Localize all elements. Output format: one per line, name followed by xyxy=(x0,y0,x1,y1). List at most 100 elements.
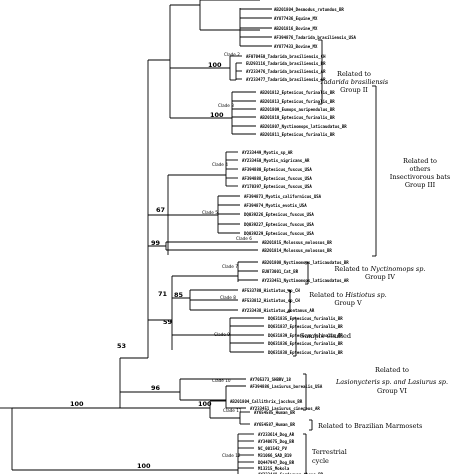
leaf-labels: AB201804_Desmodus_rotundus_BR AY877436_Eq… xyxy=(230,7,356,474)
group-v-label: Group V xyxy=(334,299,362,307)
group-iii-label: others xyxy=(409,165,430,173)
leaf-label: DQ039229_Eptesicus_fuscus_USA xyxy=(244,231,314,236)
bootstrap-values: 100 100 67 99 71 85 59 53 96 100 100 100 xyxy=(70,61,224,470)
bootstrap-label: 100 xyxy=(210,111,224,119)
bootstrap-label: 100 xyxy=(70,400,84,408)
bootstrap-label: 53 xyxy=(117,342,126,350)
bootstrap-label: 71 xyxy=(158,290,168,298)
group-ii-label: Related to xyxy=(337,70,371,78)
bootstrap-label: 100 xyxy=(137,462,151,470)
leaf-label: NC_001542_PV xyxy=(258,446,287,451)
clade-label: Clade 2 xyxy=(224,52,240,57)
leaf-label: AY705373_SHBRV_18 xyxy=(250,377,292,382)
leaf-label: AY233451_Lasiurus_cinereus_AR xyxy=(250,406,320,411)
leaf-label: AY233477_Tadarida_brasiliensis_AR xyxy=(246,77,326,82)
leaf-label: AF394880_Eptesicus_fuscus_USA xyxy=(242,167,312,172)
leaf-label: AY233438_Histiotus_montanus_AR xyxy=(242,308,315,313)
leaf-label: AF394874_Myotis_evotis_USA xyxy=(244,203,307,208)
bootstrap-label: 85 xyxy=(174,291,184,299)
leaf-label: AB201810_Eptesicus_furinalis_BR xyxy=(260,115,335,120)
leaf-label: DQ039227_Eptesicus_fuscus_USA xyxy=(244,222,314,227)
group-vi-label: Related to xyxy=(375,366,409,374)
leaf-label: EU073001_Cat_BR xyxy=(262,269,299,274)
group-iv-label: Related to Nyctinomops sp. xyxy=(335,265,426,273)
leaf-label: AB201812_Eptesicus_furinalis_BR xyxy=(260,90,335,95)
leaf-label: DQ447947_Dog_BR xyxy=(258,460,295,465)
clade-label: Clade 12 xyxy=(222,453,241,458)
leaf-label: AY654587_Human_BR xyxy=(254,422,296,427)
group-iii-label: Related to xyxy=(403,157,437,165)
leaf-label: AY233448_Cerdocyon_thous_BR xyxy=(258,472,324,474)
group-iii-label: Group III xyxy=(405,181,436,189)
group-vi-label: Group VI xyxy=(377,387,407,395)
leaf-label: AB201816_Bovine_MX xyxy=(274,26,318,31)
group-brackets xyxy=(287,39,377,474)
group-v-label: Related to Histiotus sp. xyxy=(309,291,386,299)
clade-labels: Clade 2 Clade 3 Clade 4 Clade 5 Clade 6 … xyxy=(202,52,252,458)
group-ii-label: Tadarida brasiliensis xyxy=(320,78,389,86)
clade-label: Clade 6 xyxy=(236,236,252,241)
leaf-label: DQ631837_Eptesicus_furinalis_BR xyxy=(268,324,343,329)
clade-label: Clade 11 xyxy=(223,408,242,413)
leaf-label: AF394886_Lasiurus_borealis_USA xyxy=(250,384,323,389)
terrestrial-cycle-label: Terrestrial xyxy=(312,448,347,456)
leaf-label: M13215_Mokola xyxy=(258,466,290,471)
bootstrap-label: 100 xyxy=(198,400,212,408)
leaf-label: AY233451_Nyctinomops_laticaudatus_AR xyxy=(262,278,349,283)
leaf-label: DQ631835_Eptesicus_furinalis_BR xyxy=(268,316,343,321)
bootstrap-label: 67 xyxy=(156,206,165,214)
leaf-label: AB201804_Callithrix_jacchus_BR xyxy=(230,399,303,404)
leaf-label: DQ631838_Eptesicus_furinalis_BR xyxy=(268,350,343,355)
clade-label: Clade 8 xyxy=(220,295,236,300)
clade-label: Clade 4 xyxy=(212,162,228,167)
leaf-label: DQ631836_Eptesicus_furinalis_BR xyxy=(268,341,343,346)
group-iv-label: Group IV xyxy=(365,273,395,281)
leaf-label: AB201809_Eumops_auripendulus_BR xyxy=(260,107,335,112)
leaf-label: AY233476_Tadarida_brasiliensis_AR xyxy=(246,69,326,74)
leaf-label: AF394873_Myotis_californicus_USA xyxy=(244,194,322,199)
leaf-label: AB201815_Molossus_molossus_BR xyxy=(262,240,332,245)
group-annotations: Related to Tadarida brasiliensis Group I… xyxy=(300,70,450,465)
leaf-label: AY233614_Dog_AR xyxy=(258,432,295,437)
leaf-label: AB201813_Eptesicus_furinalis_BR xyxy=(260,99,335,104)
leaf-label: AY233449_Myotis_sp_AR xyxy=(242,150,293,155)
tree-branches xyxy=(0,0,272,474)
clade-label: Clade 7 xyxy=(222,264,238,269)
clade-label: Clade 9 xyxy=(214,332,230,337)
leaf-label: AB201811_Eptesicus_furinalis_BR xyxy=(260,132,335,137)
leaf-label: AF533812_Histiotus_sp_CH xyxy=(242,298,300,303)
leaf-label: DQ631839_Eptesicus_furinalis_BR xyxy=(268,333,343,338)
leaf-label: AB201808_Nyctinomops_laticaudatus_BR xyxy=(262,260,349,265)
terrestrial-cycle-label: cycle xyxy=(312,457,329,465)
leaf-label: AY233450_Myotis_nigricans_AR xyxy=(242,158,310,163)
clade-label: Clade 10 xyxy=(212,378,231,383)
group-marmosets-label: Related to Brazilian Marmosets xyxy=(318,422,422,430)
leaf-label: AF533780_Histiotus_sp_CH xyxy=(242,288,300,293)
group-iii-label: Insectivorous bats xyxy=(390,173,450,181)
leaf-label: AF394876_Tadarida_brasiliensis_USA xyxy=(274,35,356,40)
sample-studied-label: Sample studied xyxy=(300,332,351,340)
leaf-label: AY654585_Human_BR xyxy=(254,410,296,415)
leaf-label: AB201804_Desmodus_rotundus_BR xyxy=(274,7,344,12)
leaf-label: AY340675_Dog_BR xyxy=(258,439,295,444)
leaf-label: AF394888_Eptesicus_fuscus_USA xyxy=(242,176,312,181)
bootstrap-label: 96 xyxy=(151,384,161,392)
leaf-label: EU293116_Tadarida_brasiliensis_BR xyxy=(246,61,326,66)
leaf-label: DQ039226_Eptesicus_fuscus_USA xyxy=(244,212,314,217)
leaf-label: AY877436_Equine_MX xyxy=(274,16,318,21)
group-vi-label: Lasionycteris sp. and Lasiurus sp. xyxy=(335,378,448,386)
bootstrap-label: 59 xyxy=(163,318,173,326)
leaf-label: AY170397_Eptesicus_fuscus_USA xyxy=(242,184,312,189)
bootstrap-label: 100 xyxy=(208,61,222,69)
leaf-label: M31066_SAD_B19 xyxy=(258,453,292,458)
leaf-label: AB201814_Molossus_molossus_BR xyxy=(262,248,332,253)
leaf-label: AY877433_Bovine_MX xyxy=(274,44,318,49)
leaf-label: AB201807_Nyctinomops_laticaudatus_BR xyxy=(260,124,347,129)
clade-label: Clade 3 xyxy=(218,103,234,108)
leaf-label: AF070450_Tadarida_brasiliensis_CH xyxy=(246,54,326,59)
bootstrap-label: 99 xyxy=(151,239,161,247)
clade-label: Clade 5 xyxy=(202,210,218,215)
group-ii-label: Group II xyxy=(340,86,368,94)
